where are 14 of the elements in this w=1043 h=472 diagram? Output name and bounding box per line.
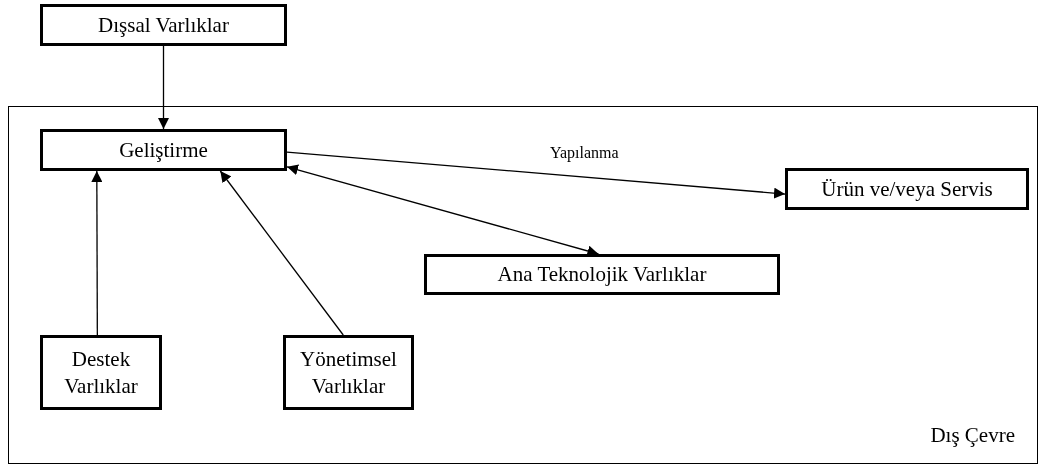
environment-frame — [8, 106, 1038, 464]
entity-box: Destek Varlıklar — [40, 335, 162, 410]
arrow — [91, 170, 103, 336]
entity-box: Ana Teknolojik Varlıklar — [424, 254, 780, 295]
arrow — [286, 164, 600, 257]
entity-box: Ürün ve/veya Servis — [785, 168, 1029, 210]
entity-box: Dışsal Varlıklar — [40, 4, 287, 46]
entity-box: Yönetimsel Varlıklar — [283, 335, 414, 410]
arrow — [286, 151, 786, 199]
edge-label: Yapılanma — [548, 143, 621, 163]
arrow — [219, 170, 344, 336]
frame-label: Dış Çevre — [930, 421, 1015, 449]
entity-box: Geliştirme — [40, 129, 287, 171]
arrow — [158, 45, 169, 130]
